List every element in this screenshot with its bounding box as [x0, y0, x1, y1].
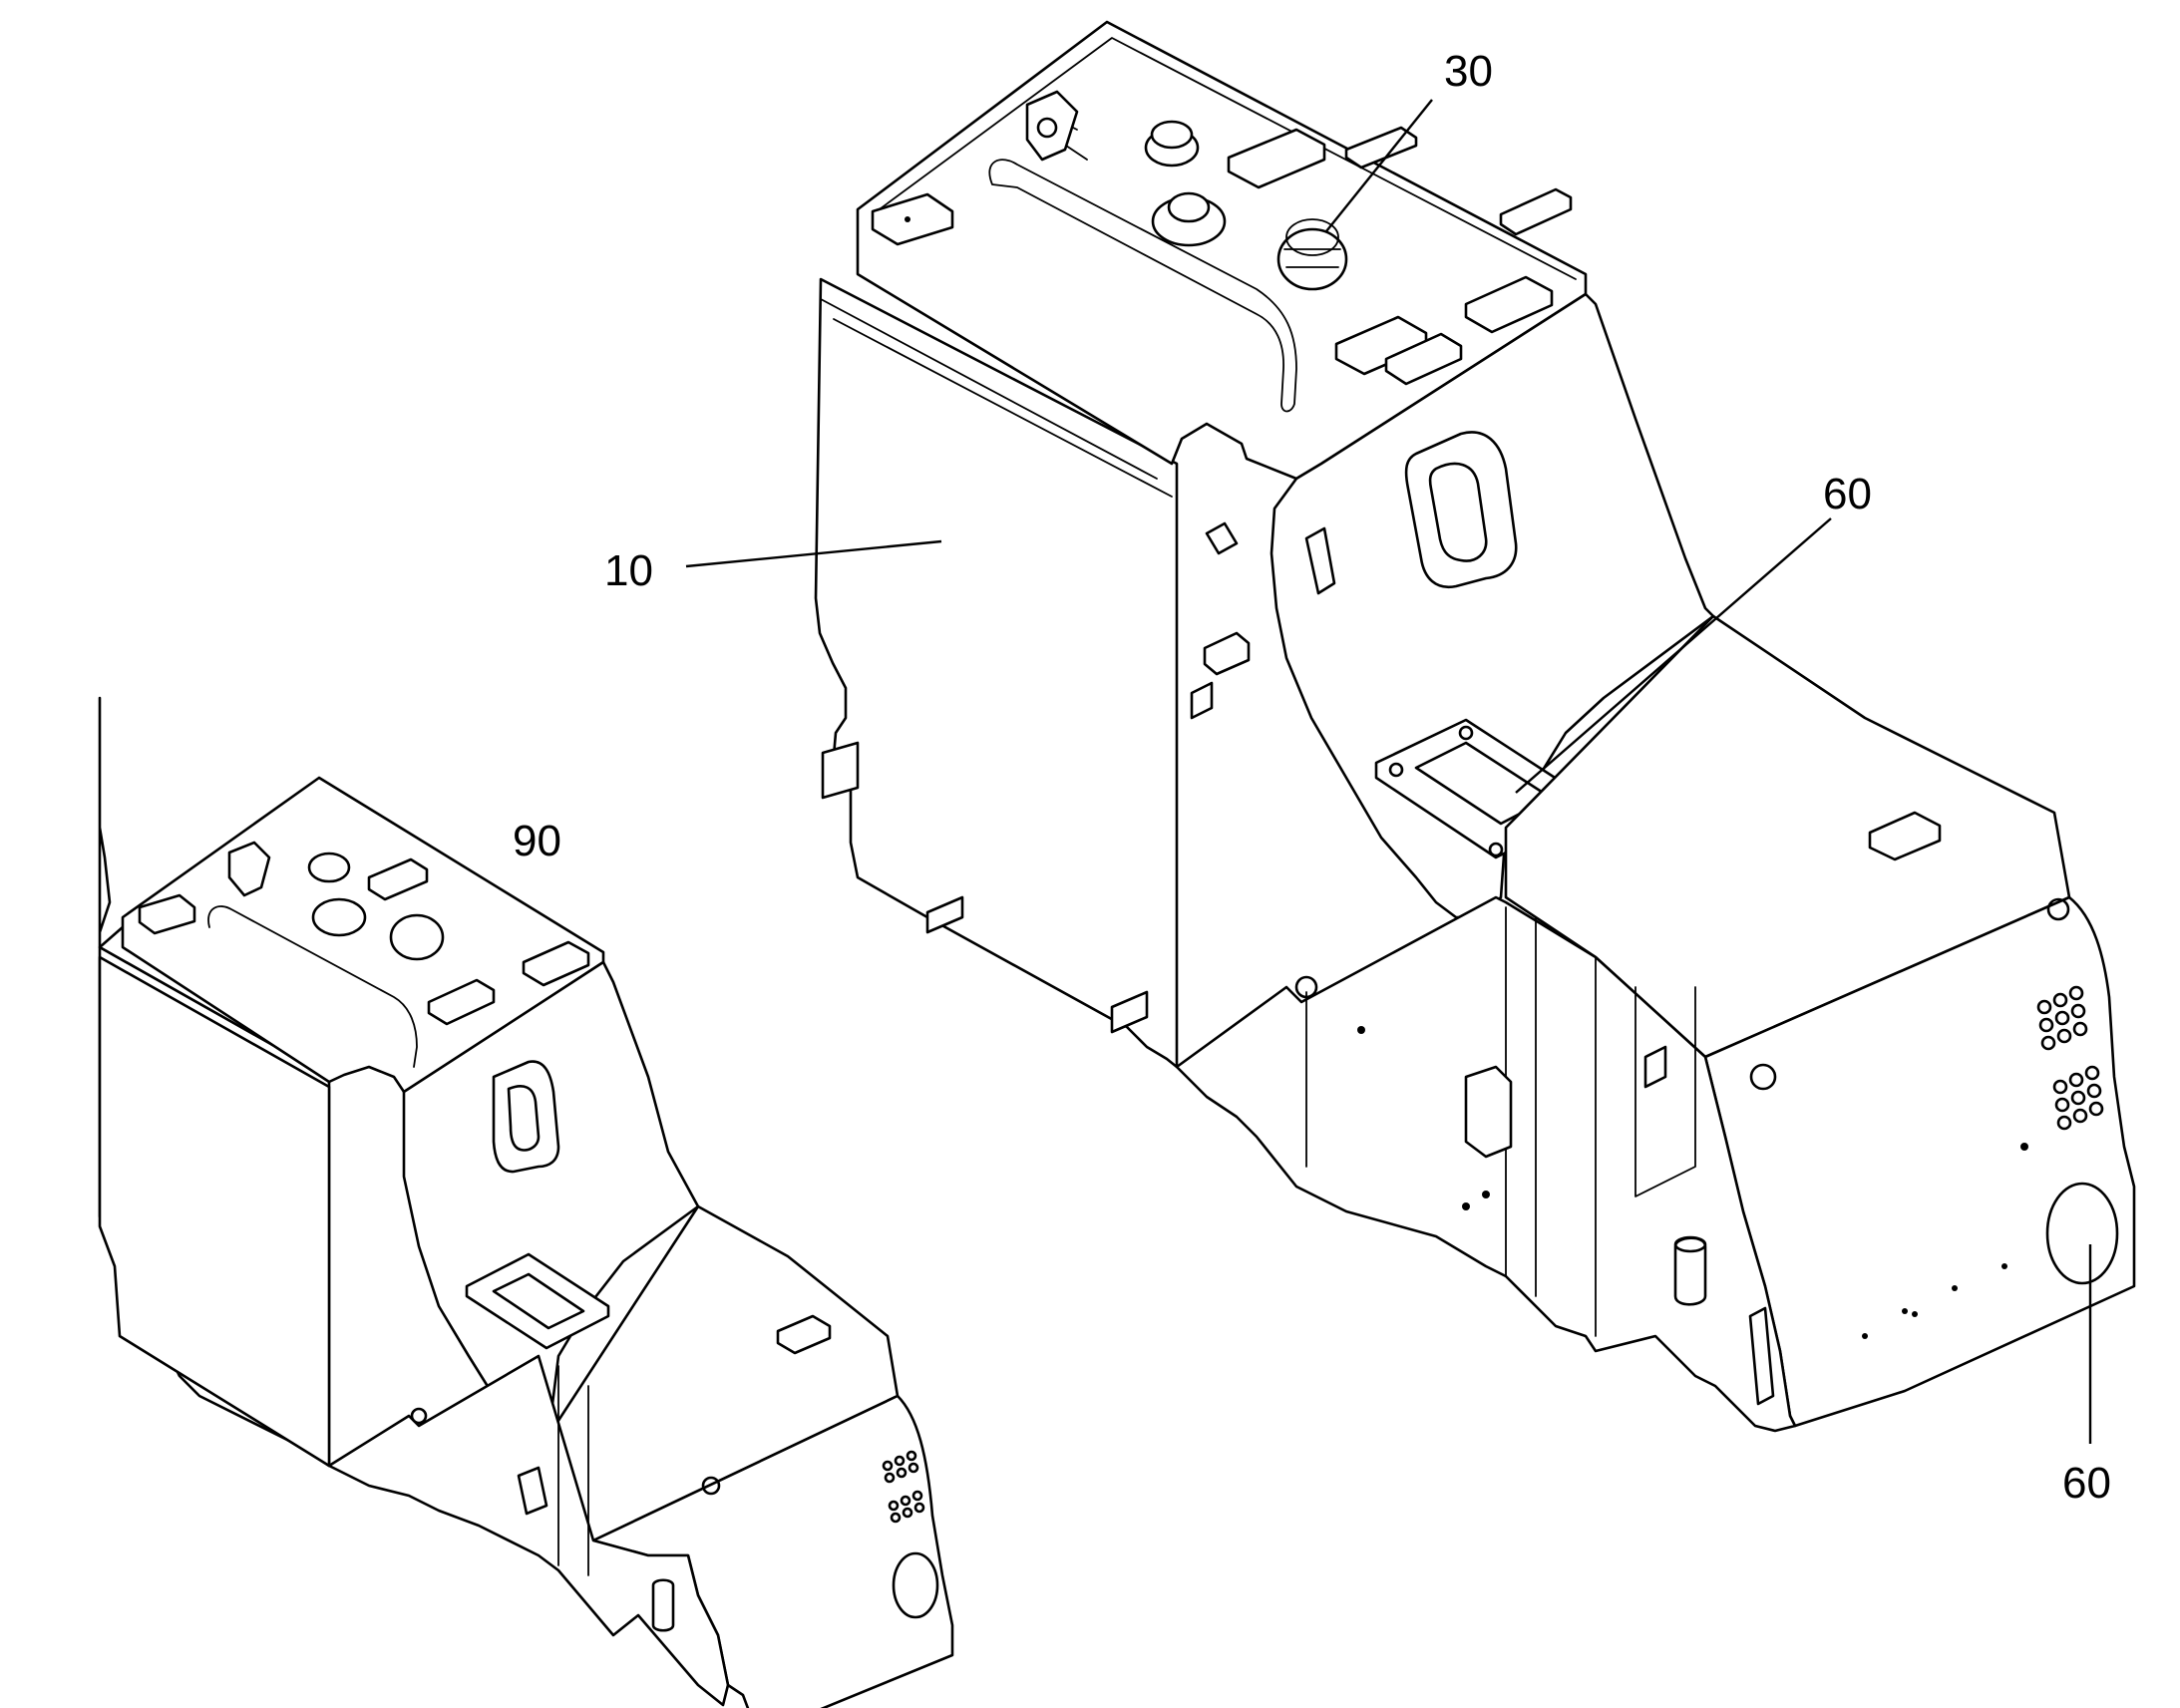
vent-holes: [2036, 985, 2104, 1131]
round-cover-part-60: [2045, 1182, 2119, 1285]
leader-lines: [685, 99, 2092, 1444]
callout-label-60-bottom: 60: [2062, 1459, 2111, 1508]
lower-frame: [1175, 895, 1797, 1433]
leader-10: [685, 539, 942, 568]
lifting-bracket: [1025, 90, 1079, 162]
main-assembly: [814, 20, 2136, 1433]
overview-console-side: [402, 960, 700, 1438]
overview-access-plate: [465, 1252, 610, 1350]
side-panel-part-10: [814, 277, 1179, 1069]
overview-lower-frame: [327, 1354, 730, 1707]
leader-30: [1325, 99, 1433, 232]
overview-assembly: [98, 696, 954, 1708]
callout-label-10: 10: [604, 546, 653, 595]
callout-label-30: 30: [1444, 47, 1493, 96]
leader-60-top: [1515, 517, 1832, 794]
inspection-cover: [1404, 431, 1518, 589]
callout-label-60-top: 60: [1823, 470, 1872, 518]
top-block: [1227, 128, 1326, 189]
callout-label-90: 90: [513, 817, 561, 865]
breather-cap-part-30: [1276, 227, 1348, 291]
